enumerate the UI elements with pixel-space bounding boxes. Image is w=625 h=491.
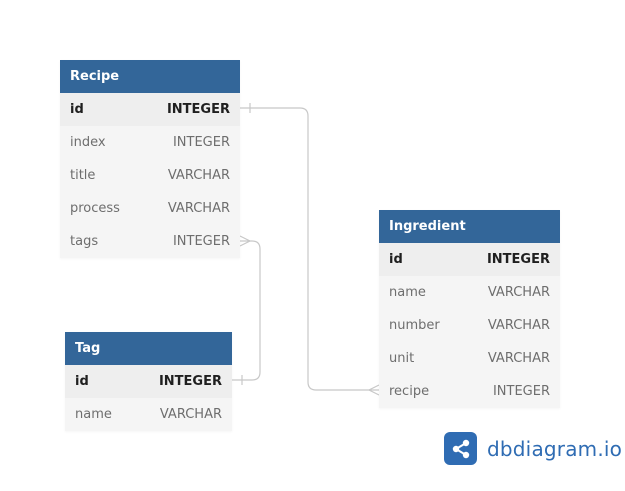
connector-recipe-id-to-ingredient-recipe[interactable] (240, 107, 379, 391)
field-row[interactable]: process VARCHAR (60, 192, 240, 225)
table-recipe[interactable]: Recipe id INTEGER index INTEGER title VA… (60, 60, 240, 258)
many-marker (239, 235, 252, 247)
field-type: VARCHAR (487, 351, 550, 366)
field-name: number (389, 318, 440, 333)
field-row[interactable]: id INTEGER (60, 93, 240, 126)
field-row[interactable]: number VARCHAR (379, 309, 560, 342)
dbdiagram-logo[interactable]: dbdiagram.io (444, 432, 622, 465)
field-type: INTEGER (486, 252, 550, 267)
table-header[interactable]: Ingredient (379, 210, 560, 243)
logo-text: dbdiagram.io (487, 436, 623, 461)
field-row[interactable]: id INTEGER (379, 243, 560, 276)
table-tag[interactable]: Tag id INTEGER name VARCHAR (65, 332, 232, 431)
field-row[interactable]: name VARCHAR (379, 276, 560, 309)
field-name: id (75, 374, 89, 389)
field-row[interactable]: id INTEGER (65, 365, 232, 398)
field-type: VARCHAR (167, 201, 230, 216)
field-type: INTEGER (172, 135, 230, 150)
field-type: INTEGER (166, 102, 230, 117)
table-title: Tag (75, 341, 101, 356)
field-name: title (70, 168, 96, 183)
table-ingredient[interactable]: Ingredient id INTEGER name VARCHAR numbe… (379, 210, 560, 408)
field-row[interactable]: recipe INTEGER (379, 375, 560, 408)
field-name: tags (70, 234, 99, 249)
table-header[interactable]: Recipe (60, 60, 240, 93)
field-type: INTEGER (172, 234, 230, 249)
share-icon (444, 432, 477, 465)
field-row[interactable]: index INTEGER (60, 126, 240, 159)
field-name: id (70, 102, 84, 117)
field-name: name (75, 407, 112, 422)
field-type: VARCHAR (487, 318, 550, 333)
connector-recipe-tags-to-tag-id[interactable] (232, 240, 261, 381)
field-name: recipe (389, 384, 430, 399)
field-name: index (70, 135, 106, 150)
table-title: Recipe (70, 69, 120, 84)
field-row[interactable]: name VARCHAR (65, 398, 232, 431)
field-name: unit (389, 351, 415, 366)
field-name: name (389, 285, 426, 300)
table-title: Ingredient (389, 219, 466, 234)
field-type: VARCHAR (159, 407, 222, 422)
many-marker (367, 384, 380, 396)
field-type: INTEGER (158, 374, 222, 389)
field-type: VARCHAR (487, 285, 550, 300)
field-row[interactable]: unit VARCHAR (379, 342, 560, 375)
table-header[interactable]: Tag (65, 332, 232, 365)
field-name: process (70, 201, 120, 216)
field-type: VARCHAR (167, 168, 230, 183)
field-type: INTEGER (492, 384, 550, 399)
field-name: id (389, 252, 403, 267)
field-row[interactable]: title VARCHAR (60, 159, 240, 192)
field-row[interactable]: tags INTEGER (60, 225, 240, 258)
